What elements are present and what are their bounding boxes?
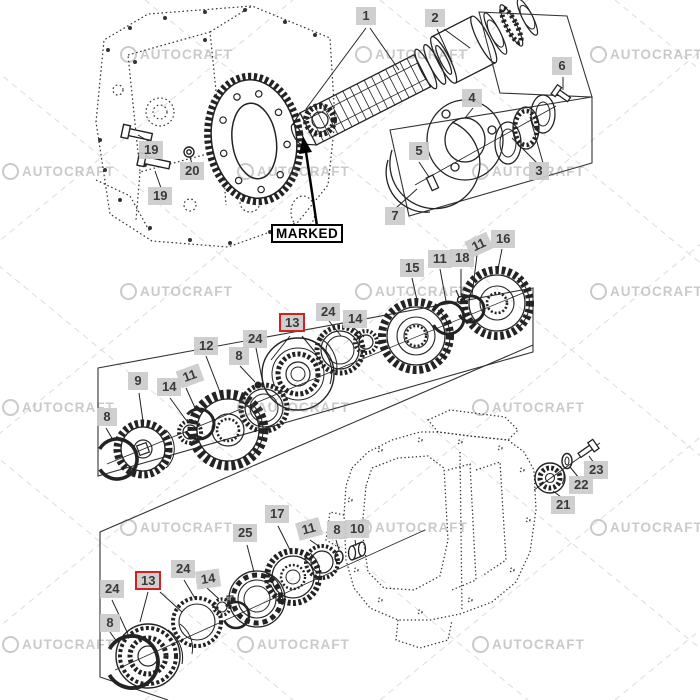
callout-label: 3 (529, 162, 549, 180)
callout-label: 19 (148, 187, 173, 205)
group-boxes (97, 11, 593, 700)
leader-lines (105, 27, 595, 643)
bearing-cylinder (430, 15, 498, 84)
callout-label: 24 (243, 330, 268, 348)
callout-label: 5 (409, 142, 429, 160)
callout-label: 22 (569, 476, 594, 494)
callout-label: 11 (428, 250, 452, 268)
callout-label: 12 (194, 337, 219, 355)
marked-arrow (299, 136, 319, 227)
callout-label: 24 (100, 580, 125, 598)
callout-label: 14 (343, 310, 368, 328)
callout-label-highlighted: 13 (279, 313, 306, 332)
callout-label: 18 (450, 249, 475, 267)
callout-label: 17 (265, 505, 290, 523)
marked-annotation: MARKED (271, 224, 344, 243)
callout-label: 19 (139, 141, 164, 159)
callout-label: 8 (327, 521, 347, 539)
bearing-race-stack (483, 0, 539, 55)
diff-lock-group (385, 94, 557, 213)
callout-label: 15 (400, 259, 425, 277)
callout-label: 20 (180, 162, 205, 180)
rear-housing-outline (325, 409, 537, 649)
callout-label: 6 (552, 57, 572, 75)
middle-shaft-assembly (95, 266, 534, 481)
callout-label: 8 (229, 347, 249, 365)
splined-shaft (290, 0, 539, 146)
callout-label: 23 (584, 461, 609, 479)
callout-label: 4 (462, 89, 482, 107)
pinion-gear-head (303, 103, 337, 137)
pin-item-10 (347, 541, 367, 561)
bolt-item-6 (550, 83, 572, 103)
callout-label: 7 (385, 207, 405, 225)
callout-label-highlighted: 13 (135, 571, 162, 590)
callout-label: 24 (316, 303, 341, 321)
callout-label: 16 (491, 230, 516, 248)
synchronizer-13 (261, 336, 338, 411)
synchronizer-13-bottom (115, 596, 223, 689)
callout-label: 14 (157, 378, 182, 396)
bottom-shaft-assembly (104, 529, 426, 690)
callout-label: 14 (194, 568, 222, 590)
callout-label: 9 (128, 372, 148, 390)
callout-label: 8 (100, 614, 120, 632)
callout-label: 2 (425, 9, 445, 27)
callout-label: 24 (171, 560, 196, 578)
callout-label: 25 (233, 524, 258, 542)
callout-label: 10 (345, 520, 370, 538)
pilot-bearing-group (533, 438, 601, 494)
callout-label: 1 (356, 7, 376, 25)
callout-label: 21 (551, 496, 576, 514)
front-housing-bolt-holes (98, 8, 317, 245)
callout-label: 8 (97, 408, 117, 426)
bolt-items-19-20 (120, 123, 195, 170)
carrier-plate (426, 99, 504, 181)
ring-gear (204, 72, 304, 206)
brake-band (389, 121, 481, 210)
